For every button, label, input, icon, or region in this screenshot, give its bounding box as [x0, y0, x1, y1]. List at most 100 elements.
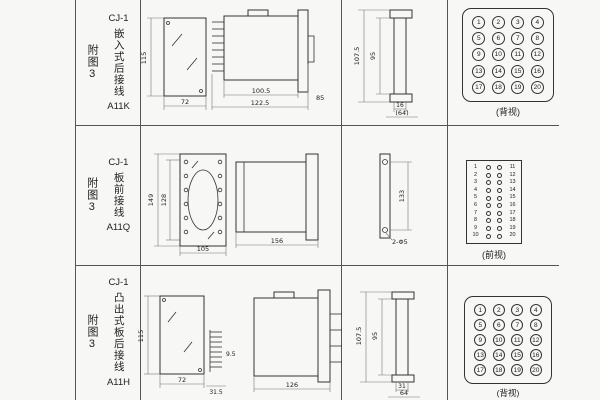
terminal-pin: 11 — [511, 48, 525, 62]
terminal-pin — [497, 210, 502, 216]
mounting-hole — [382, 159, 388, 165]
grid-line-vertical-3 — [341, 0, 342, 400]
dimension-label: 122.5 — [251, 99, 270, 107]
terminal-row: 8 18 — [471, 218, 517, 224]
dimension-label: 72 — [181, 98, 189, 106]
row2-label-cell: 附图3 CJ-1 板前接线 A11Q — [76, 125, 140, 265]
terminal-pin: 17 — [472, 80, 486, 94]
terminal-pin: 5 — [472, 32, 486, 46]
terminal-pin: 7 — [511, 32, 525, 46]
terminal-number: 13 — [509, 179, 516, 186]
terminal-pin — [497, 165, 502, 171]
terminal-pin: 18 — [491, 80, 505, 94]
terminal-pin: 1 — [474, 304, 487, 316]
grid-line-horizontal-1 — [75, 125, 559, 126]
model-name: CJ-1 — [108, 277, 129, 289]
terminal-strip-a11q: 1 11 2 12 3 13 4 14 5 15 6 — [466, 160, 522, 244]
panel-profile-a11h: 107.5 95 31 64 — [355, 291, 420, 398]
terminal-number: 11 — [509, 164, 516, 171]
terminal-pin: 4 — [529, 304, 542, 316]
terminal-pin: 8 — [529, 319, 542, 331]
terminal-number: 9 — [473, 224, 478, 231]
terminal-number: 17 — [509, 209, 516, 216]
terminal-row: 10 20 — [471, 233, 517, 239]
model-code: A11H — [106, 376, 130, 388]
terminal-row: 6 16 — [471, 202, 517, 209]
dimension-label: 105 — [197, 245, 209, 253]
terminal-pin: 20 — [530, 80, 544, 94]
grid-line-vertical-4 — [447, 0, 448, 400]
dimension-label: (64) — [395, 109, 408, 117]
front-view-a11h: 115 72 9.5 31.5 — [137, 295, 236, 396]
relay-body — [223, 15, 299, 81]
terminal-pin: 20 — [529, 364, 542, 376]
dimension-label: 85 — [316, 94, 324, 102]
dimension-label: 126 — [286, 381, 298, 389]
terminal-pin — [486, 180, 491, 186]
terminal-pin — [497, 195, 502, 201]
terminal-pin: 13 — [472, 64, 486, 78]
dimension-label: 31 — [398, 383, 406, 390]
terminal-pin: 3 — [511, 304, 524, 316]
dimension-label: 64 — [400, 389, 408, 397]
figure-label: 附图3 — [85, 176, 98, 214]
terminal-number: 10 — [472, 232, 479, 239]
dimension-label: 128 — [160, 194, 168, 206]
dimension-label: 156 — [271, 237, 283, 245]
view-caption: (背视) — [496, 388, 520, 398]
mount-type-label: 凸出式板后接线 — [112, 292, 125, 373]
terminal-number: 7 — [473, 209, 478, 216]
terminal-pin — [497, 218, 502, 224]
model-name: CJ-1 — [108, 13, 129, 24]
terminal-number: 1 — [473, 164, 478, 171]
side-view-a11q: 156 — [235, 153, 319, 248]
terminal-pin: 7 — [511, 319, 524, 331]
dimension-label: 95 — [369, 52, 377, 60]
terminal-pin — [486, 188, 491, 194]
relay-outline — [163, 17, 207, 97]
terminal-pin: 16 — [529, 349, 542, 361]
mounting-flange — [317, 289, 331, 383]
figure-label: 附图3 — [86, 44, 99, 81]
terminal-row: 5 15 — [471, 195, 517, 201]
row1-model-block: CJ-1 嵌入式后接线 A11K — [107, 13, 130, 112]
terminal-pin: 15 — [511, 349, 524, 361]
terminal-pin — [486, 195, 491, 201]
grid-line-vertical-2 — [140, 0, 141, 400]
row3-label-cell: 附图3 CJ-1 凸出式板后接线 A11H — [76, 265, 140, 400]
terminal-pin — [497, 203, 502, 209]
mounting-strip — [379, 153, 391, 239]
terminal-pin: 6 — [491, 32, 505, 46]
terminal-row: 1 11 — [471, 165, 517, 171]
terminal-pin: 9 — [472, 48, 486, 62]
terminal-pin: 8 — [530, 32, 544, 46]
terminal-pin: 16 — [530, 64, 544, 78]
terminal-number: 15 — [509, 194, 516, 201]
view-caption: (前视) — [482, 250, 506, 260]
mounting-hole — [382, 227, 388, 233]
dimension-label: 133 — [398, 190, 406, 202]
terminal-row: 7 17 — [471, 209, 517, 217]
model-code: A11K — [107, 101, 130, 112]
cover-outline — [187, 169, 219, 231]
terminal-pin: 18 — [492, 364, 505, 376]
terminal-pin: 14 — [492, 349, 505, 361]
terminal-row: 2 12 — [471, 172, 517, 179]
figure-label: 附图3 — [85, 314, 98, 351]
terminal-pin: 19 — [511, 364, 524, 376]
dimension-label: 95 — [371, 332, 379, 340]
dimension-label: 149 — [147, 194, 155, 206]
terminal-pin: 6 — [492, 319, 505, 331]
dimension-label: 107.5 — [355, 327, 363, 346]
dimension-label: 9.5 — [226, 351, 236, 358]
terminal-pin — [497, 225, 502, 231]
mount-type-label: 板前接线 — [112, 172, 125, 218]
terminal-pin — [497, 172, 502, 178]
dimension-label: 72 — [178, 376, 186, 384]
dimension-label: 16 — [396, 102, 404, 109]
terminal-pin: 14 — [491, 64, 505, 78]
mount-type-label: 嵌入式后接线 — [112, 28, 125, 97]
